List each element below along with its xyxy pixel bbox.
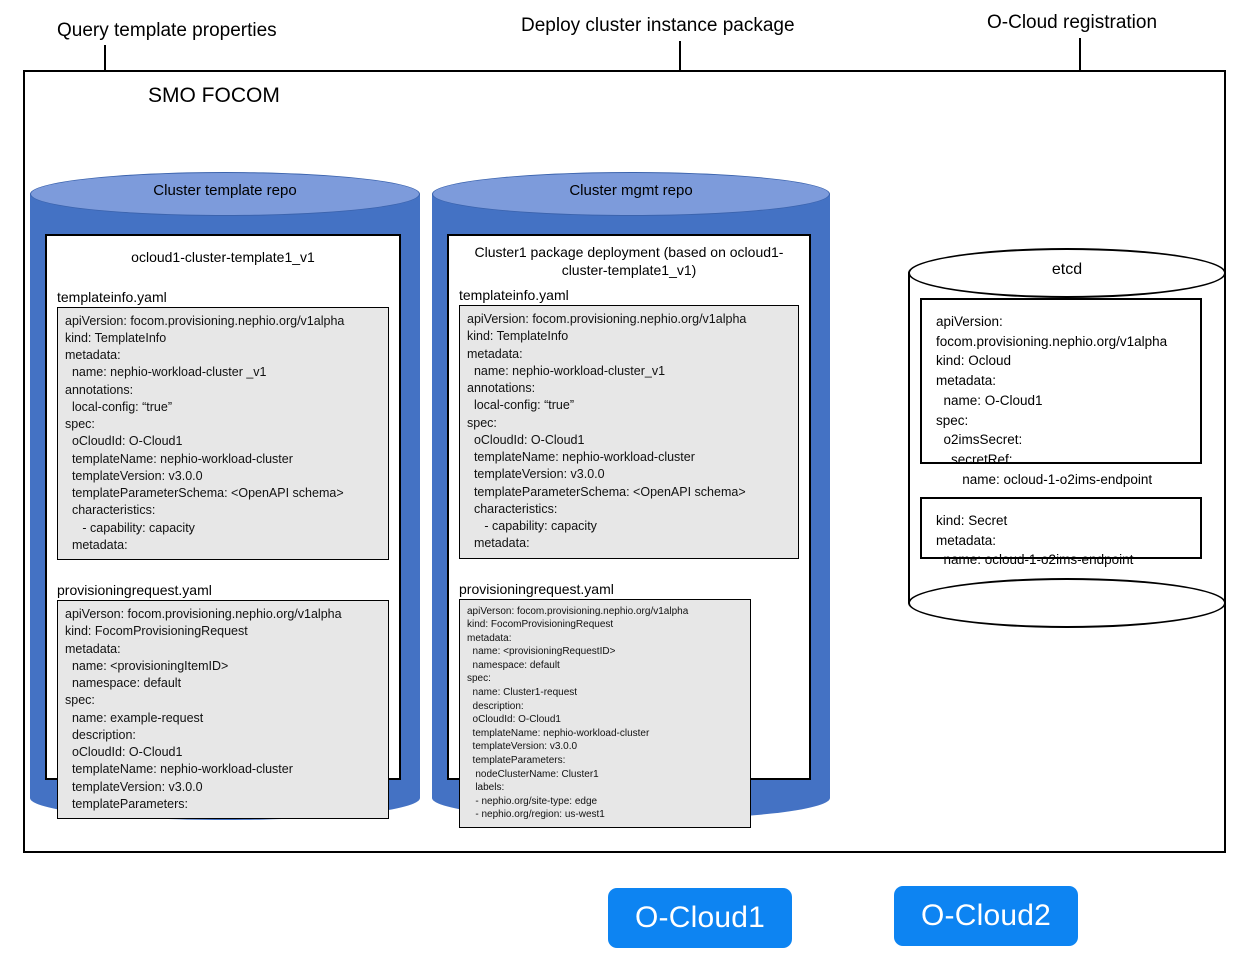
cylinder-top-ellipse	[30, 172, 420, 216]
cluster-mgmt-repo-panel: Cluster1 package deployment (based on oc…	[447, 234, 811, 828]
annotation-label-deploy-cluster-instance-package: Deploy cluster instance package	[521, 15, 795, 36]
cluster-template-repo-panel: ocloud1-cluster-template1_v1 templateinf…	[45, 234, 401, 819]
annotation-label-o-cloud-registration: O-Cloud registration	[987, 12, 1158, 33]
cylinder-top-ellipse	[432, 172, 830, 216]
file-label-provisioningrequest-yaml: provisioningrequest.yaml	[57, 582, 212, 598]
yaml-block-templateinfo: apiVersion: focom.provisioning.nephio.or…	[459, 305, 799, 559]
yaml-block-provisioningrequest: apiVerson: focom.provisioning.nephio.org…	[57, 600, 389, 819]
etcd-cylinder: etcd apiVersion: focom.provisioning.neph…	[908, 248, 1226, 630]
panel-title-ocloud1-cluster-template1-v1: ocloud1-cluster-template1_v1	[131, 249, 315, 265]
etcd-bottom-ellipse	[908, 578, 1226, 628]
o-cloud2-button[interactable]: O-Cloud2	[894, 886, 1078, 946]
file-label-templateinfo-yaml: templateinfo.yaml	[459, 287, 569, 303]
cluster-template-repo-label: Cluster template repo	[153, 182, 297, 199]
cluster-mgmt-repo-cylinder: Cluster mgmt repo Cluster1 package deplo…	[432, 172, 830, 828]
panel-title-cluster1-package-deployment: Cluster1 package deployment (based on oc…	[474, 244, 784, 278]
etcd-label: etcd	[1051, 261, 1083, 278]
cluster-mgmt-repo-label: Cluster mgmt repo	[569, 182, 693, 199]
cluster-template-repo-cylinder: Cluster template repo ocloud1-cluster-te…	[30, 172, 420, 820]
yaml-block-provisioningrequest: apiVerson: focom.provisioning.nephio.org…	[459, 598, 751, 828]
o-cloud1-button[interactable]: O-Cloud1	[608, 888, 792, 948]
etcd-record-ocloud: apiVersion: focom.provisioning.nephio.or…	[920, 298, 1202, 487]
file-label-templateinfo-yaml: templateinfo.yaml	[57, 288, 167, 305]
annotation-label-query-template-properties: Query template properties	[57, 20, 277, 41]
etcd-record-secret: kind: Secret metadata: name: ocloud-1-o2…	[920, 497, 1202, 567]
etcd-top-ellipse	[908, 248, 1226, 298]
file-label-provisioningrequest-yaml: provisioningrequest.yaml	[459, 580, 614, 597]
smo-focom-title: SMO FOCOM	[148, 84, 280, 107]
yaml-block-templateinfo: apiVersion: focom.provisioning.nephio.or…	[57, 306, 389, 560]
